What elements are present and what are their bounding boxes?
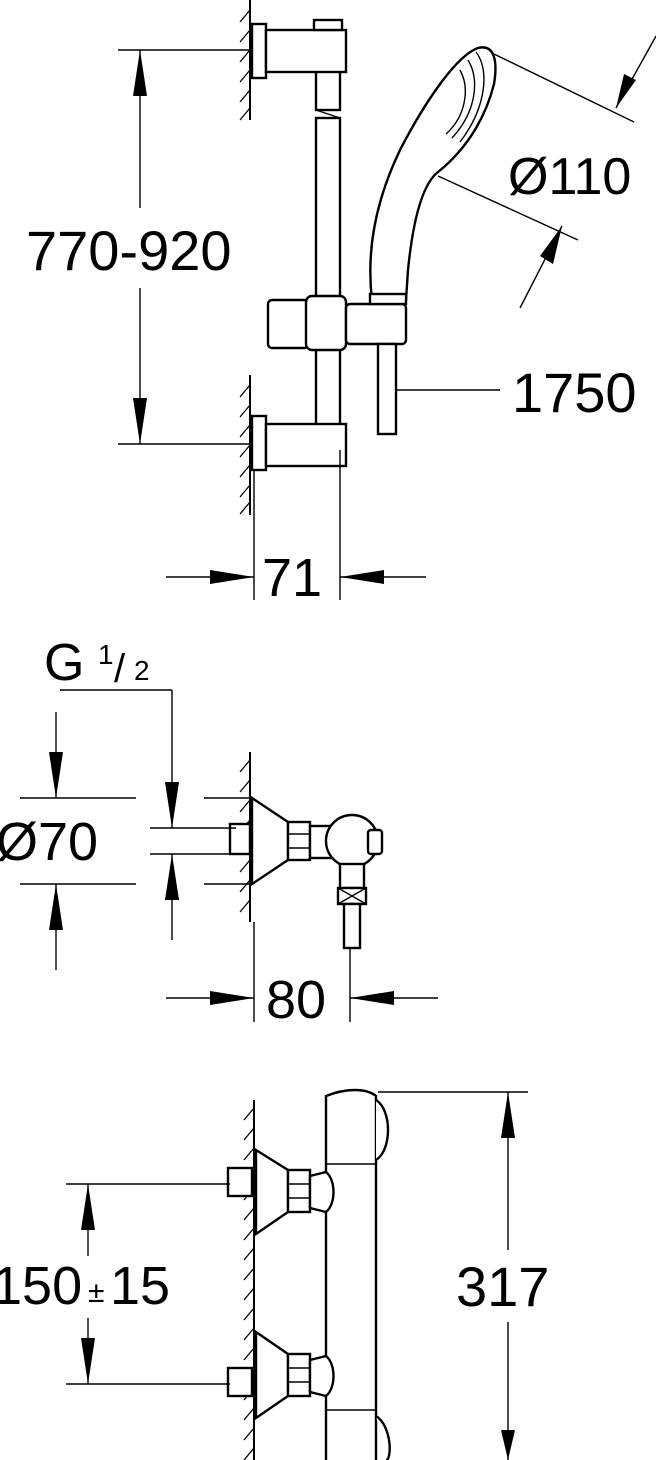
thread-denominator: 2 (134, 655, 150, 686)
thread-g-label: G (44, 634, 84, 692)
dim-thermostat-height: 317 (378, 1091, 549, 1460)
dim-rosette: Ø70 (0, 712, 252, 970)
dim-rail-height: 770-920 (26, 49, 250, 445)
inlet-spacing-tolerance: 15 (110, 1256, 170, 1316)
dim-rail-projection: 71 (166, 450, 426, 608)
inlet-spacing-tolerance-sign: ± (88, 1276, 104, 1309)
bottom-wall-bracket (250, 414, 348, 472)
rail-height-label: 770-920 (26, 219, 232, 282)
top-wall-bracket (250, 18, 348, 80)
mixer-body (228, 795, 384, 950)
mixer-side-view: G 1 / 2 Ø70 (0, 634, 438, 1030)
rail-pole (314, 68, 342, 450)
thermostat-height-label: 317 (456, 1255, 549, 1318)
handshower-diameter-label: Ø110 (508, 148, 631, 206)
mixer-projection-label: 80 (266, 970, 326, 1030)
dim-hose-length: 1750 (396, 361, 637, 424)
hose-length-label: 1750 (512, 361, 637, 424)
wall-hatch-thermostat (243, 1100, 255, 1460)
hand-shower (368, 46, 497, 306)
lower-inlet (226, 1329, 335, 1421)
thread-slash: / (114, 647, 126, 691)
shower-rail-view: 770-920 Ø110 1750 71 (26, 0, 656, 608)
thread-numerator: 1 (98, 639, 114, 670)
dim-inlet-spacing: 150 ± 15 (0, 1183, 230, 1385)
dim-thread: G 1 / 2 (44, 634, 236, 940)
slider-holder (266, 294, 408, 352)
wall-hatch-top (239, 0, 251, 121)
rail-projection-label: 71 (262, 548, 322, 608)
dim-handshower-diameter: Ø110 (437, 35, 656, 309)
thermostat-view: 150 ± 15 317 (0, 1088, 549, 1460)
shower-hose (376, 342, 398, 436)
rosette-label: Ø70 (0, 812, 98, 872)
wall-hatch-bottom (239, 375, 251, 515)
dim-mixer-projection: 80 (166, 922, 438, 1030)
inlet-spacing-value: 150 (0, 1256, 82, 1316)
thermostat-body (324, 1088, 391, 1460)
upper-inlet (226, 1147, 335, 1237)
